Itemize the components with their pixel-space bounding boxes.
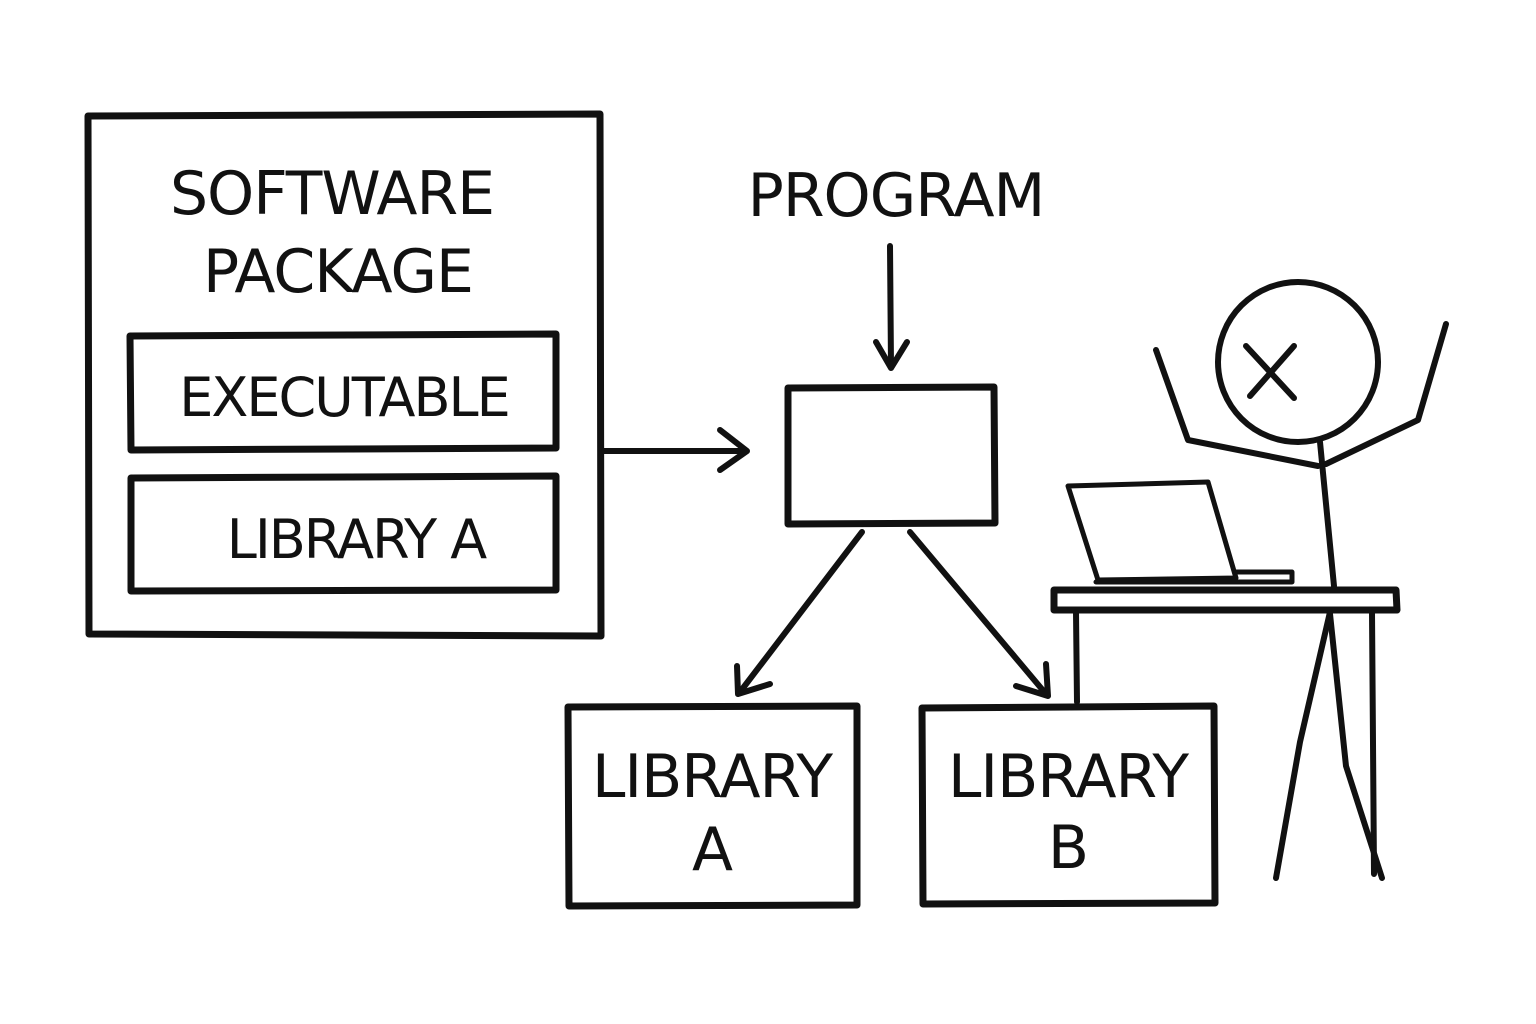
desk-icon	[1050, 586, 1401, 877]
program-box	[784, 383, 999, 528]
library-b-box	[918, 702, 1219, 908]
software-package: SOFTWARE PACKAGE EXECUTABLE LIBRARY A	[84, 110, 605, 640]
executable-box	[126, 330, 560, 454]
program-to-library-a-arrow	[734, 529, 865, 697]
software-package-title-line2: PACKAGE	[203, 237, 473, 307]
program-label-arrow	[873, 243, 910, 371]
library-a-box	[564, 702, 861, 910]
stick-figure-icon: X	[1153, 279, 1449, 881]
program-to-library-b-arrow	[907, 529, 1051, 699]
program-label: PROGRAM	[748, 161, 1045, 231]
library-a-label-line2: A	[692, 815, 733, 885]
head-mark: X	[1270, 389, 1271, 391]
software-package-title-line1: SOFTWARE	[170, 159, 494, 229]
package-to-program-arrow	[601, 427, 750, 473]
library-a: LIBRARY A	[564, 702, 861, 910]
bundled-library-box	[127, 472, 560, 595]
library-a-label-line1: LIBRARY	[592, 742, 833, 812]
bundled-library-label: LIBRARY A	[227, 508, 488, 571]
executable-label: EXECUTABLE	[179, 366, 508, 429]
library-b-label-line2: B	[1048, 813, 1088, 883]
library-b-label-line1: LIBRARY	[948, 742, 1189, 812]
laptop-icon	[1065, 479, 1295, 585]
library-b: LIBRARY B	[918, 702, 1219, 908]
